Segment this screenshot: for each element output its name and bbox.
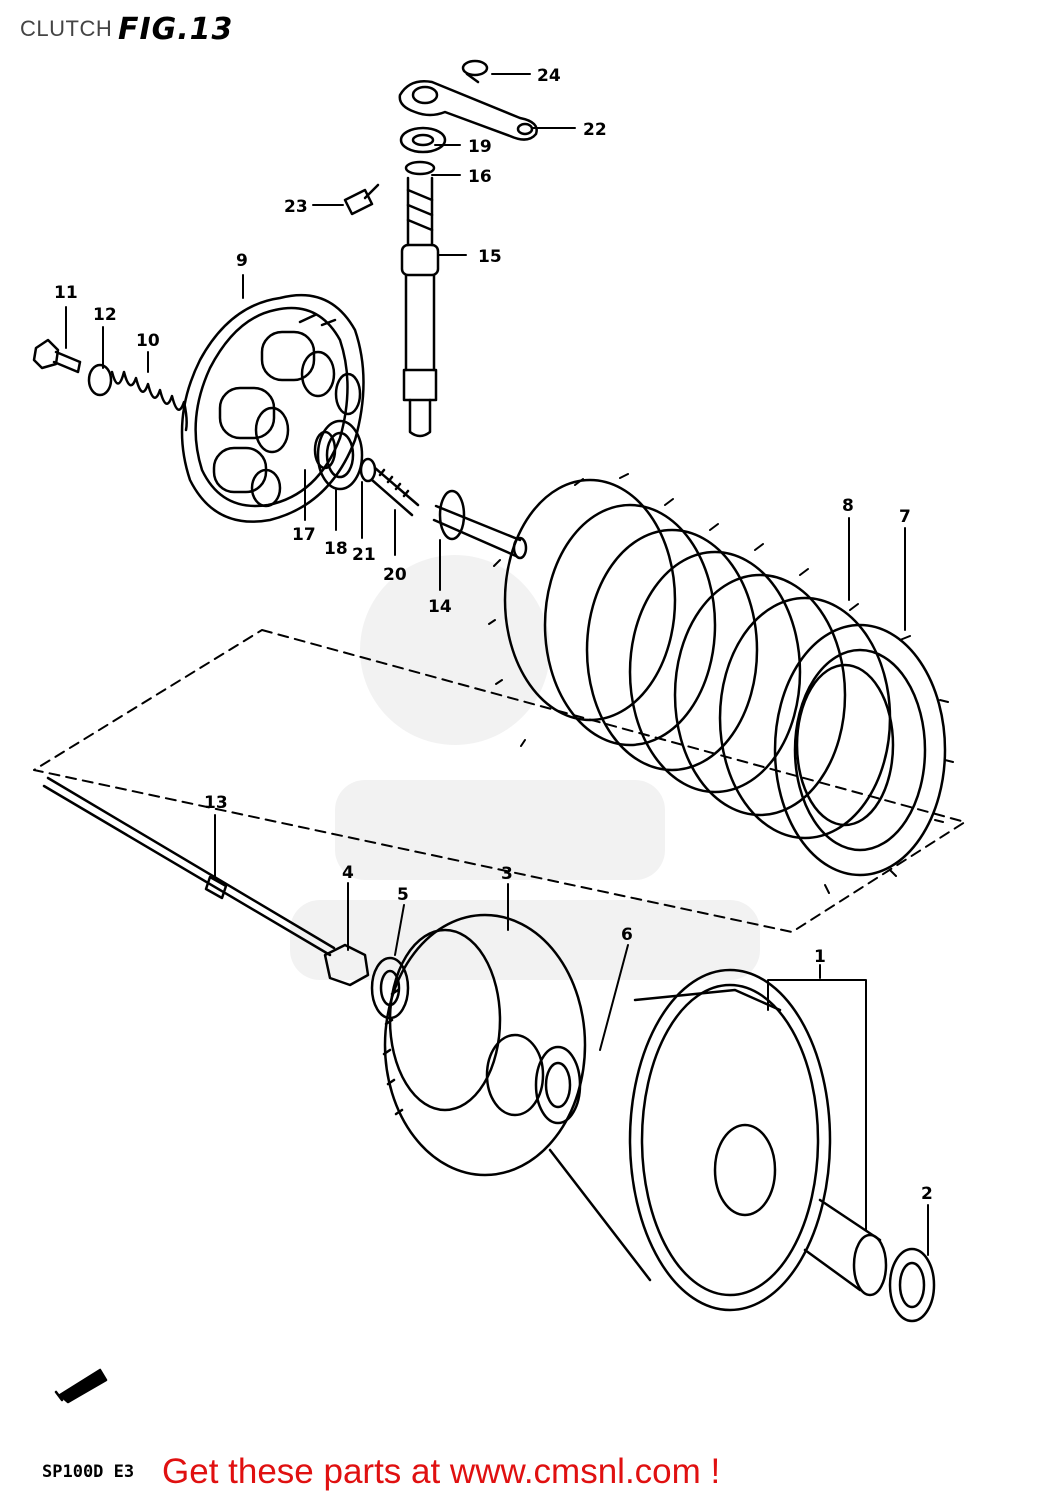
callout-4: 4 (342, 863, 354, 883)
callout-15: 15 (478, 247, 502, 267)
callout-12: 12 (93, 305, 117, 325)
part-21-circlip (359, 457, 377, 483)
plate-tabs (488, 473, 954, 894)
part-18-bearing (313, 419, 364, 491)
part-4-nut (323, 943, 370, 987)
callout-18: 18 (324, 539, 348, 559)
callout-13: 13 (204, 793, 228, 813)
part-12-washer (87, 363, 113, 397)
callout-1: 1 (814, 947, 826, 967)
part-3-sleeve-hub (382, 913, 587, 1177)
fwd-arrow-icon (54, 1368, 108, 1404)
parts-link-banner[interactable]: Get these parts at www.cmsnl.com ! (162, 1452, 721, 1491)
figure-number: FIG.13 (118, 12, 234, 47)
callout-23: 23 (284, 197, 308, 217)
section-title: CLUTCH (20, 16, 113, 41)
callout-19: 19 (468, 137, 492, 157)
callout-6: 6 (621, 925, 633, 945)
callout-5: 5 (397, 885, 409, 905)
callout-17: 17 (292, 525, 316, 545)
callout-labels: 24 22 19 16 23 15 9 11 12 10 17 18 21 20… (54, 66, 933, 1204)
callout-14: 14 (428, 597, 452, 617)
part-22-release-lever (398, 80, 538, 141)
part-11-bolt (32, 338, 82, 374)
part-15-release-shaft (400, 176, 440, 438)
callout-11: 11 (54, 283, 78, 303)
callout-3: 3 (501, 864, 513, 884)
part-23-bolt (343, 183, 380, 216)
model-code: SP100D E3 (42, 1462, 135, 1482)
callout-10: 10 (136, 331, 160, 351)
callout-24: 24 (537, 66, 561, 86)
callout-7: 7 (899, 507, 911, 527)
part-19-washer (399, 126, 447, 154)
callout-16: 16 (468, 167, 492, 187)
part-20-push-piece (370, 466, 420, 517)
part-16-oil-seal (404, 160, 436, 176)
part-7-8-clutch-plates (503, 478, 947, 877)
callout-22: 22 (583, 120, 607, 140)
part-9-pressure-plate (180, 293, 365, 523)
callout-8: 8 (842, 496, 854, 516)
part-2-thrust-washer (888, 1247, 936, 1323)
callout-20: 20 (383, 565, 407, 585)
cms-watermark (290, 555, 760, 980)
part-13-push-rod (42, 776, 336, 957)
assembly-group-outline (33, 629, 966, 933)
part-6-thrust-washer (534, 1045, 582, 1125)
part-1-clutch-housing (548, 968, 888, 1312)
callout-2: 2 (921, 1184, 933, 1204)
part-24-screw (461, 59, 489, 84)
part-10-clutch-spring (110, 370, 188, 432)
callout-21: 21 (352, 545, 376, 565)
part-14-push-rod (432, 489, 528, 560)
leader-lines (65, 73, 929, 1256)
callout-9: 9 (236, 251, 248, 271)
